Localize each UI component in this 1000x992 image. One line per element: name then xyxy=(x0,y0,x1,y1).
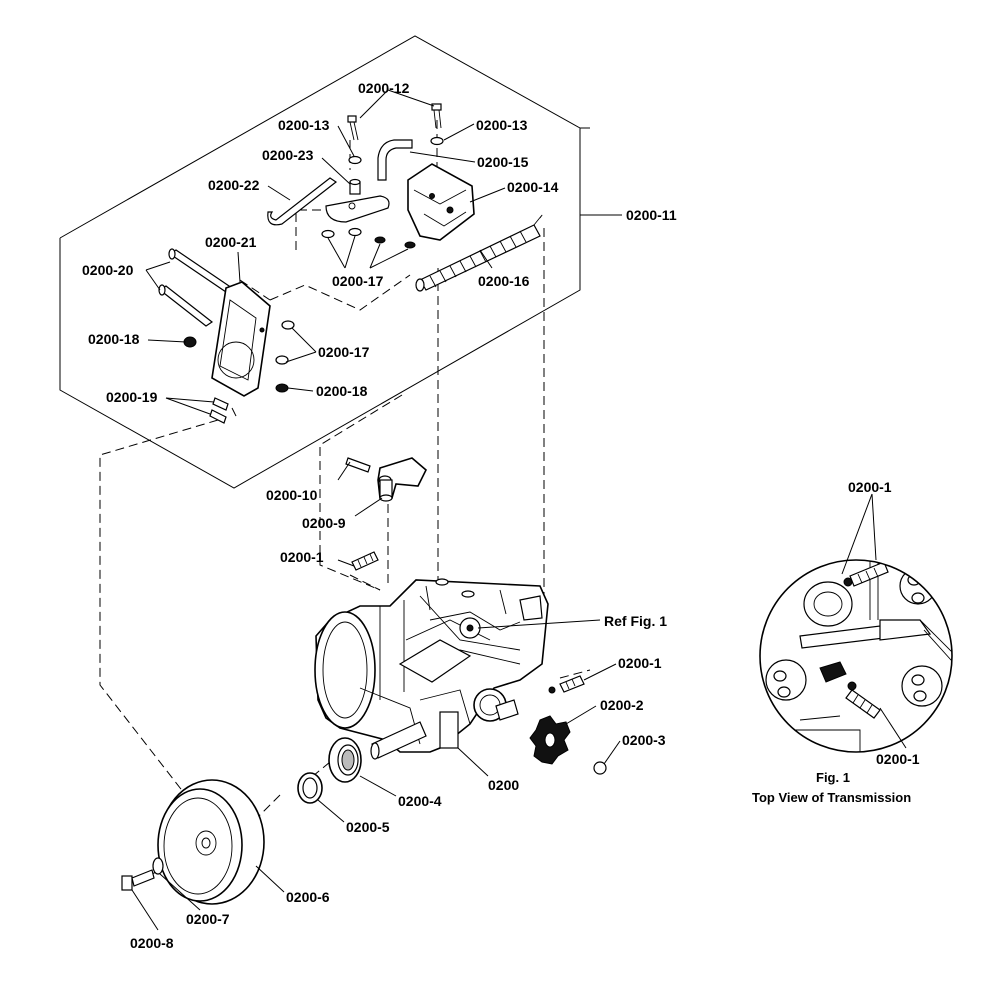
label-0200-9: 0200-9 xyxy=(302,515,346,531)
label-0200-1-left: 0200-1 xyxy=(280,549,324,565)
figure-caption-subtitle: Top View of Transmission xyxy=(752,790,911,805)
rod-0200-15 xyxy=(377,139,413,181)
bolt-0200-8 xyxy=(121,869,155,891)
part-labels: 0200-12 0200-13 0200-13 0200-23 0200-15 … xyxy=(82,80,677,951)
leader-lines xyxy=(131,89,621,931)
label-0200: 0200 xyxy=(488,777,519,793)
spring-0200-16 xyxy=(415,214,543,292)
label-0200-17-top: 0200-17 xyxy=(332,273,384,289)
label-0200-18-left: 0200-18 xyxy=(88,331,140,347)
pulley-0200-6 xyxy=(157,779,265,905)
gear-0200-2 xyxy=(529,715,571,765)
snap-ring-0200-3 xyxy=(593,761,607,775)
label-0200-3: 0200-3 xyxy=(622,732,666,748)
label-0200-17-right: 0200-17 xyxy=(318,344,370,360)
control-bracket xyxy=(407,163,475,241)
link-arm xyxy=(325,195,390,223)
label-0200-7: 0200-7 xyxy=(186,911,230,927)
label-0200-22: 0200-22 xyxy=(208,177,260,193)
washers-0200-17-group xyxy=(321,227,416,249)
label-0200-4: 0200-4 xyxy=(398,793,442,809)
hardware-right-of-plate xyxy=(183,320,295,393)
label-0200-19: 0200-19 xyxy=(106,389,158,405)
label-ref-fig-1: Ref Fig. 1 xyxy=(604,613,667,629)
rod-0200-22 xyxy=(267,177,338,226)
label-0200-1-right: 0200-1 xyxy=(618,655,662,671)
lever-0200-9 xyxy=(377,457,427,502)
label-0200-6: 0200-6 xyxy=(286,889,330,905)
bolt-0200-12-right xyxy=(431,103,442,129)
label-0200-2: 0200-2 xyxy=(600,697,644,713)
label-0200-21: 0200-21 xyxy=(205,234,257,250)
label-0200-10: 0200-10 xyxy=(266,487,318,503)
washer-0200-7 xyxy=(152,857,164,875)
subassembly-outline xyxy=(59,35,622,489)
label-0200-5: 0200-5 xyxy=(346,819,390,835)
inset-label-0200-1-top: 0200-1 xyxy=(848,479,892,495)
washer-0200-5 xyxy=(297,772,323,804)
label-0200-11: 0200-11 xyxy=(626,207,677,223)
label-0200-13-right: 0200-13 xyxy=(476,117,528,133)
label-0200-14: 0200-14 xyxy=(507,179,559,195)
label-0200-16: 0200-16 xyxy=(478,273,530,289)
label-0200-8: 0200-8 xyxy=(130,935,174,951)
label-0200-12: 0200-12 xyxy=(358,80,410,96)
bolts-0200-20 xyxy=(158,248,234,327)
label-0200-20: 0200-20 xyxy=(82,262,134,278)
label-0200-13-left: 0200-13 xyxy=(278,117,330,133)
bearing-0200-4 xyxy=(328,737,362,783)
washer-0200-13-left xyxy=(348,155,362,165)
spring-0200-1-left xyxy=(351,551,379,571)
inset-figure-1: 0200-1 0200-1 Fig. 1 Top View of Transmi… xyxy=(752,479,953,805)
washer-0200-13-right xyxy=(430,136,444,146)
transmission-housing-0200 xyxy=(314,578,549,760)
spring-0200-1-right xyxy=(548,675,585,694)
screw-0200-10 xyxy=(345,457,371,473)
inset-label-0200-1-bottom: 0200-1 xyxy=(876,751,920,767)
mount-plate-0200-21 xyxy=(211,281,271,397)
label-0200-18-right: 0200-18 xyxy=(316,383,368,399)
link-arm-hole xyxy=(348,202,356,210)
spacer-0200-23 xyxy=(349,178,361,195)
label-0200-23: 0200-23 xyxy=(262,147,314,163)
figure-caption-title: Fig. 1 xyxy=(816,770,850,785)
label-0200-15: 0200-15 xyxy=(477,154,529,170)
bolt-0200-12-left xyxy=(347,115,359,141)
